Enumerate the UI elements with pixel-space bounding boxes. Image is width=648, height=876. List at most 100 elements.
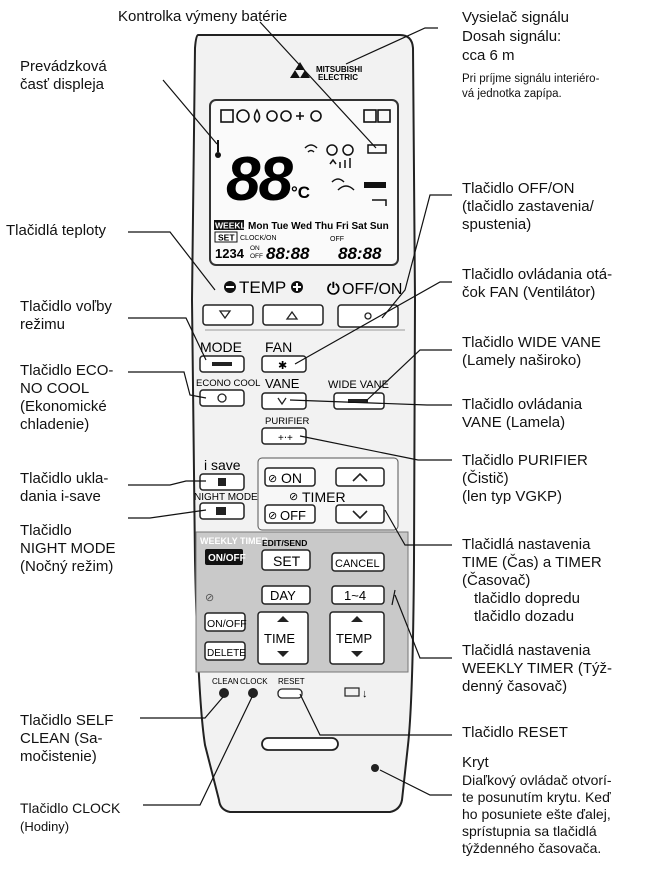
econo-button[interactable] [199,389,245,407]
weekly-onoff2-label: ON/OFF [207,618,247,630]
night-indicator-icon [377,109,391,123]
cover-dot [371,764,379,772]
fan-label: FAN [265,339,292,355]
edit-send-label: EDIT/SEND [262,538,307,548]
timer-down-button[interactable] [335,504,385,524]
timer-clock-icon: ⊘ [289,491,298,503]
set-badge [214,231,238,243]
lcd-display [209,99,399,266]
display-program-numbers: 1234 [215,246,245,261]
temp-up-button[interactable] [262,304,324,326]
range-button[interactable] [331,585,385,605]
weekly-onoff-button[interactable] [205,549,243,565]
vane-label: VANE [265,376,300,391]
mode-icons-row [220,108,391,124]
signal-note: Pri príjme signálu interiéro- vá jednotk… [462,73,600,100]
econo-label: ECONO COOL [196,378,260,389]
vane-indicator-icon [364,182,386,188]
offon-button-callout: Tlačidlo OFF/ON (tlačidlo zastavenia/ sp… [462,180,594,233]
fan-button-icon: ✱ [278,360,287,372]
display-time1: 88:88 [266,244,310,263]
weekly-clock-icon: ⊘ [205,592,214,604]
clock-button-callout: Tlačidlo CLOCK [20,800,121,816]
display-unit: °C [291,183,310,202]
fan-button-callout: Tlačidlo ovládania otá- čok FAN (Ventilá… [462,266,613,301]
wide-vane-indicator-icon [372,199,387,206]
fan-button[interactable] [261,355,307,373]
display-off-label: OFF [330,236,344,243]
weekly-badge-text: WEEKLY [215,221,251,231]
signal-icon [304,144,318,153]
purifier-button[interactable] [261,427,307,445]
purifier-button-callout: Tlačidlo PURIFIER (Čistič) (len typ VGKP… [462,452,588,505]
delete-label: DELETE [207,648,246,659]
temp-weekly-up-arrow-icon [351,616,363,622]
reset-label: RESET [278,677,305,686]
temp-down-button[interactable] [202,304,254,326]
clean-label: CLEAN [212,677,239,686]
timer-label: TIMER [302,489,346,505]
offon-label: OFF/ON [342,281,402,298]
mode-label: MODE [200,339,242,355]
purifier-label: PURIFIER [265,416,309,427]
temp-buttons-callout: Tlačidlá teploty [6,222,107,239]
chevron-down-icon [352,510,368,520]
cancel-label: CANCEL [335,558,380,570]
isave-label: i save [204,457,241,473]
temp-label: TEMP [239,278,286,297]
fan-speed-indicator [326,144,355,191]
forward-back-callout: tlačidlo dopredu tlačidlo dozadu [474,590,580,625]
display-clock-on: CLOCK/ON [240,235,277,242]
clock-button[interactable] [248,688,258,698]
clean-button-callout: Tlačidlo SELF CLEAN (Sa- močistenie) [20,712,114,765]
auto-mode-icon [220,109,234,123]
econo-button-callout: Tlačidlo ECO- NO COOL (Ekonomické chlade… [20,362,114,433]
night-button-callout: Tlačidlo NIGHT MODE (Nočný režim) [20,522,116,575]
isave-indicator-icon [363,109,377,123]
timer-up-button[interactable] [335,467,385,487]
time-timer-buttons-callout: Tlačidlá nastavenia TIME (Čas) a TIMER (… [462,536,602,589]
timer-off-button[interactable] [264,504,316,524]
weekly-onoff2-button[interactable] [204,612,246,632]
display-days: Mon Tue Wed Thu Fri Sat Sun [248,221,389,232]
weekly-badge [214,220,244,230]
clean-button[interactable] [219,688,229,698]
isave-button-callout: Tlačidlo ukla- dania i-save [20,470,109,505]
night-label: NIGHT MODE [194,492,258,503]
mode-button-callout: Tlačidlo voľby režimu [20,298,112,333]
time-button[interactable] [257,611,309,665]
offon-button[interactable] [337,304,399,328]
leader-lines [128,21,452,806]
display-on-small: ON [250,245,260,252]
cover-callout: Diaľkový ovládač otvorí- te posunutím kr… [462,772,612,856]
display-off-small: OFF [250,253,263,260]
weekly-onoff-label: ON/OFF [208,553,246,564]
cover-title: Kryt [462,754,489,771]
cover-slide-groove[interactable] [261,737,339,751]
arrow-down-icon: ↓ [362,688,368,700]
wide-vane-label: WIDE VANE [328,379,389,391]
delete-button[interactable] [204,641,246,661]
cancel-button[interactable] [331,552,385,572]
range-label: 1~4 [344,588,366,603]
timer-off-clock-icon: ⊘ [268,510,277,522]
dry-mode-icon [253,108,261,124]
day-button[interactable] [261,585,311,605]
power-icon: ⏻ [327,281,340,298]
time-up-arrow-icon [277,616,289,622]
reset-button[interactable] [277,688,303,699]
time-down-arrow-icon [277,651,289,657]
timer-on-button[interactable] [264,467,316,487]
clock-label: CLOCK [240,677,268,686]
display-big-digits: 88 [226,145,293,214]
purifier-mode-icon [296,112,304,120]
battery-indicator-icon [367,144,387,154]
temp-weekly-button[interactable] [329,611,385,665]
clock-button-sub: (Hodiny) [20,819,70,834]
set-button[interactable] [261,549,311,571]
temp-weekly-down-arrow-icon [351,651,363,657]
econo-mode-icon [310,110,322,122]
chevron-up-icon [352,472,368,482]
timer-off-label: OFF [280,508,306,523]
